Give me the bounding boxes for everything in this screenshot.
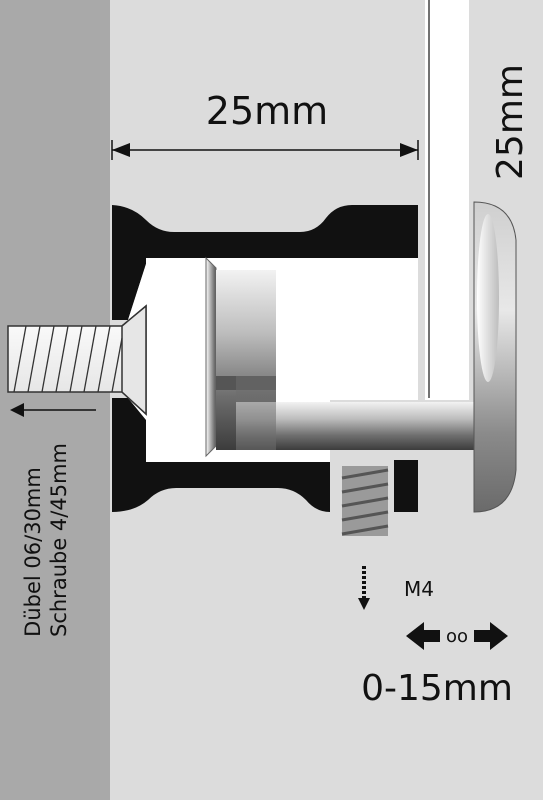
dowel-label: Dübel 06/30mm bbox=[21, 467, 45, 637]
screw-direction-arrow bbox=[10, 403, 96, 417]
glass-panel bbox=[425, 0, 469, 400]
holder-inner-left-low bbox=[112, 398, 146, 462]
screw-label: Schraube 4/45mm bbox=[47, 443, 71, 637]
grub-screw-threads bbox=[341, 468, 389, 536]
diameter-label: 25mm bbox=[490, 64, 531, 180]
depth-label: 25mm bbox=[206, 89, 328, 133]
adjust-arrow bbox=[406, 622, 508, 650]
cap-highlight bbox=[477, 214, 499, 382]
holder-body bbox=[112, 205, 418, 264]
wall bbox=[0, 0, 110, 800]
thread-arrow bbox=[358, 566, 370, 610]
bolt-shaft-vertical bbox=[236, 376, 276, 450]
range-label: 0-15mm bbox=[361, 668, 513, 709]
adjust-symbol: oo bbox=[446, 626, 468, 647]
thread-label: M4 bbox=[404, 577, 434, 601]
wall-screw bbox=[7, 304, 147, 416]
holder-inner-left bbox=[112, 264, 146, 320]
holder-right-block bbox=[394, 460, 418, 512]
holder-body-lower bbox=[112, 398, 330, 512]
depth-dimension bbox=[111, 140, 419, 160]
bushing-flange bbox=[205, 256, 217, 458]
